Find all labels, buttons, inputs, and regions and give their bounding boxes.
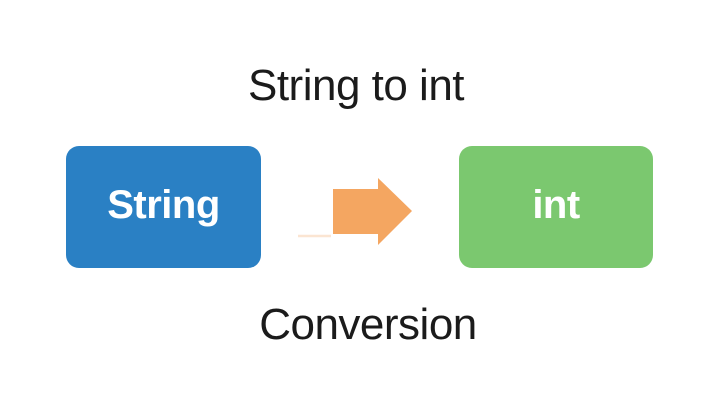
string-box: String <box>66 146 261 268</box>
right-arrow-icon <box>295 172 425 252</box>
string-box-label: String <box>107 182 220 227</box>
int-box-label: int <box>532 182 580 227</box>
int-box: int <box>459 146 653 268</box>
conversion-label: Conversion <box>259 300 477 349</box>
diagram-title: String to int <box>247 61 465 110</box>
